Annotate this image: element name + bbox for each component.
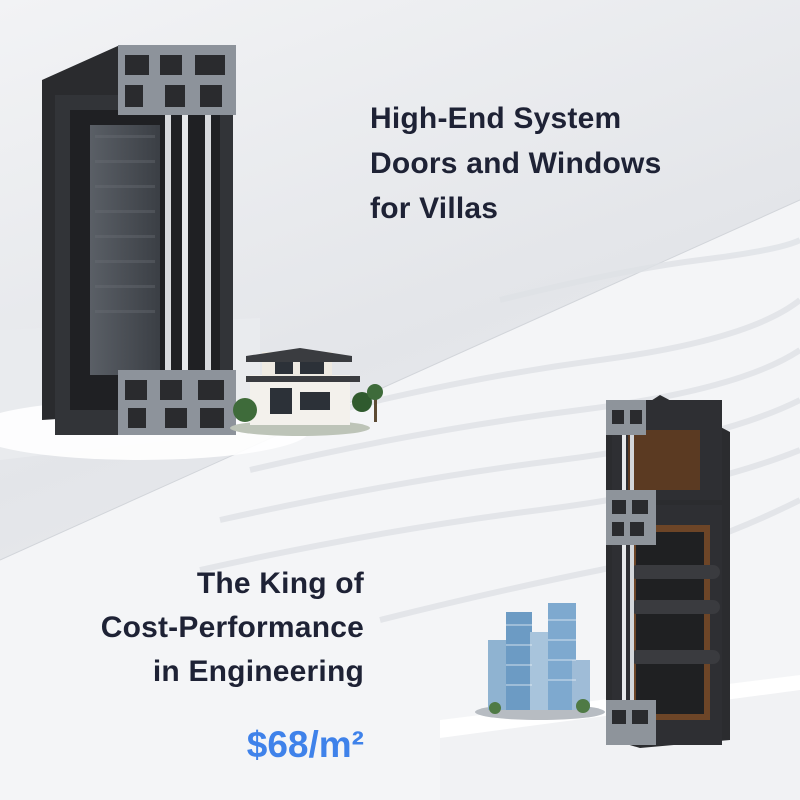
villa-illustration <box>230 348 383 436</box>
engineering-headline-line-1: The King of <box>196 567 364 600</box>
high-rise-illustration <box>475 603 605 720</box>
casement-window-profile <box>606 395 730 748</box>
engineering-headline: The King of Cost-Performance in Engineer… <box>4 562 364 694</box>
price-label: $68/m² <box>246 724 364 765</box>
sliding-window-profile <box>42 45 236 435</box>
lower-panel-bg <box>0 200 800 800</box>
villa-headline-line-3: for Villas <box>370 192 499 225</box>
villa-headline-line-2: Doors and Windows <box>370 147 662 180</box>
villa-headline-line-1: High-End System <box>370 102 622 135</box>
villa-headline: High-End System Doors and Windows for Vi… <box>370 96 750 231</box>
engineering-headline-line-3: in Engineering <box>152 655 364 688</box>
engineering-headline-line-2: Cost-Performance <box>100 611 364 644</box>
divider-line <box>0 199 800 561</box>
